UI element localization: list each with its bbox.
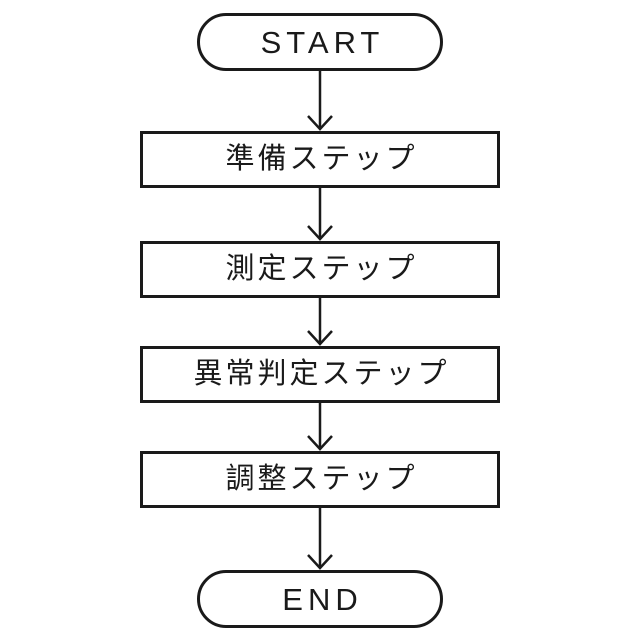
process-node-measurement-step: 測定ステップ — [140, 241, 500, 298]
process-step3-label: 異常判定ステップ — [193, 358, 450, 390]
process-node-abnormality-judgment-step: 異常判定ステップ — [140, 346, 500, 403]
terminal-node-start: START — [197, 13, 443, 71]
process-step1-label: 準備ステップ — [225, 143, 418, 175]
process-node-preparation-step: 準備ステップ — [140, 131, 500, 188]
process-step4-label: 調整ステップ — [225, 463, 418, 495]
flow-arrow-step3-to-step4 — [307, 403, 333, 451]
terminal-start-label: START — [260, 24, 385, 60]
terminal-node-end: END — [197, 570, 443, 628]
flow-arrow-start-to-step1 — [307, 70, 333, 131]
flow-arrow-step2-to-step3 — [307, 298, 333, 346]
flow-arrow-step4-to-end — [307, 508, 333, 570]
process-step2-label: 測定ステップ — [225, 253, 418, 285]
process-node-adjustment-step: 調整ステップ — [140, 451, 500, 508]
flow-arrow-step1-to-step2 — [307, 188, 333, 241]
terminal-end-label: END — [282, 581, 363, 617]
